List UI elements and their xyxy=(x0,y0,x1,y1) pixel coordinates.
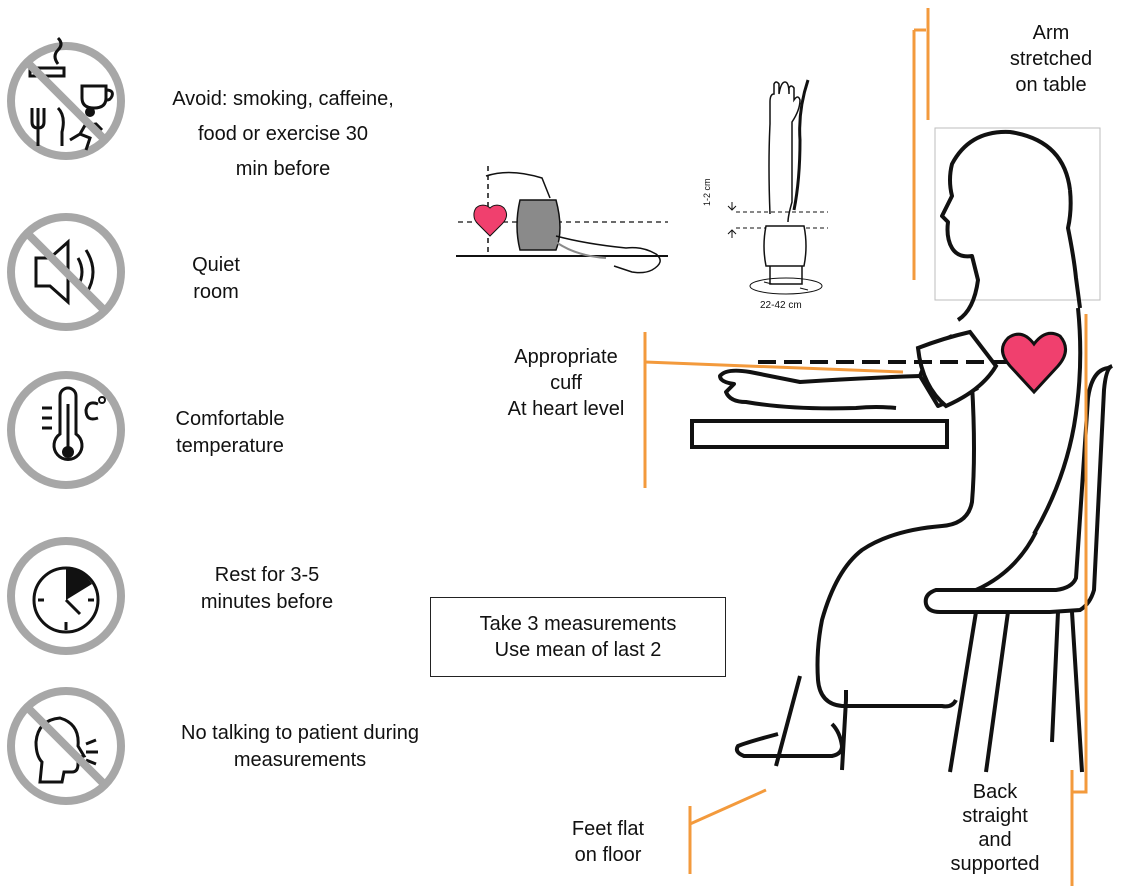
callout-cuff-line-2: cuff xyxy=(550,372,582,394)
temperature-line-2: temperature xyxy=(176,435,284,457)
thermometer-celsius-icon xyxy=(7,371,125,489)
no-talking-line-1: No talking to patient during xyxy=(181,722,419,744)
icon-column xyxy=(7,36,125,805)
recommendation-no-talking-label: No talking to patient during measurement… xyxy=(158,720,442,774)
cuff-side-inset xyxy=(456,166,668,274)
callout-back-line-1: Back xyxy=(972,781,1018,803)
callout-back-line-3: and xyxy=(978,829,1012,851)
callout-feet-line-2: on floor xyxy=(574,844,642,866)
measurements-line-1: Take 3 measurements xyxy=(479,613,677,635)
orange-guides xyxy=(643,8,1088,886)
no-talking-line-2: measurements xyxy=(233,749,367,771)
no-talking-icon xyxy=(7,687,125,805)
cuff-front-inset xyxy=(727,79,828,295)
muted-speaker-icon xyxy=(7,213,125,331)
quiet-line-2: room xyxy=(193,281,239,303)
callout-back-line-4: supported xyxy=(950,853,1040,875)
callout-arm-line-1: Arm xyxy=(1032,22,1070,44)
quiet-line-1: Quiet xyxy=(192,254,240,276)
callout-back-line-2: straight xyxy=(962,805,1028,827)
measurement-instructions-box: Take 3 measurements Use mean of last 2 xyxy=(430,597,726,677)
no-smoking-food-exercise-icon xyxy=(7,36,125,160)
rest-line-1: Rest for 3-5 xyxy=(214,564,320,586)
cuff-offset-label: 1-2 cm xyxy=(702,178,712,206)
avoid-line-1: Avoid: smoking, caffeine, xyxy=(172,88,394,110)
callout-arm-line-2: stretched xyxy=(1009,48,1093,70)
recommendation-quiet-label: Quiet room xyxy=(176,252,256,306)
callout-cuff-line-3: At heart level xyxy=(507,398,625,420)
callout-arm: Arm stretched on table xyxy=(996,20,1106,98)
seated-person xyxy=(718,129,1083,771)
avoid-line-2: food or exercise 30 xyxy=(197,123,369,145)
callout-back: Back straight and supported xyxy=(930,780,1060,876)
temperature-line-1: Comfortable xyxy=(175,408,285,430)
measurements-line-2: Use mean of last 2 xyxy=(494,639,662,661)
callout-arm-line-3: on table xyxy=(1015,74,1087,96)
callout-feet: Feet flat on floor xyxy=(548,816,668,868)
recommendation-temperature-label: Comfortable temperature xyxy=(160,406,300,460)
rest-line-2: minutes before xyxy=(200,591,334,613)
callout-cuff-line-1: Appropriate xyxy=(514,346,618,368)
chair xyxy=(923,364,1113,773)
recommendation-rest-label: Rest for 3-5 minutes before xyxy=(192,562,342,616)
stopwatch-icon xyxy=(7,537,125,655)
recommendation-avoid-label: Avoid: smoking, caffeine, food or exerci… xyxy=(156,86,410,183)
cuff-circumference-label: 22-42 cm xyxy=(760,300,802,311)
callout-cuff: Appropriate cuff At heart level xyxy=(496,344,636,422)
callout-feet-line-1: Feet flat xyxy=(571,818,645,840)
avoid-line-3: min before xyxy=(235,158,331,180)
